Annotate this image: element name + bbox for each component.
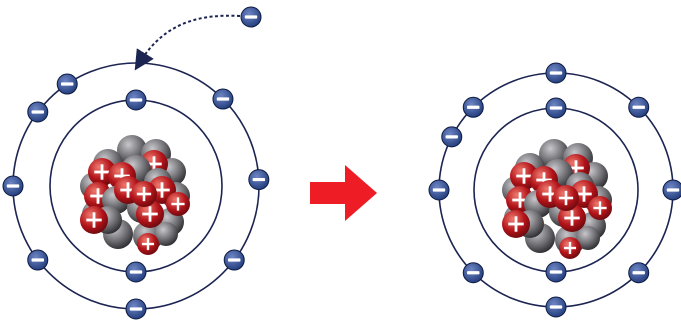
- plus-sign-icon: [512, 192, 528, 208]
- minus-sign-icon: [549, 270, 563, 274]
- minus-sign-icon: [549, 71, 563, 75]
- plus-sign-icon: [563, 241, 577, 255]
- plus-sign-icon: [94, 164, 110, 180]
- plus-sign-icon: [593, 201, 607, 215]
- electron: [125, 89, 147, 111]
- electron: [462, 96, 484, 118]
- electron: [212, 88, 234, 110]
- minus-sign-icon: [666, 188, 680, 192]
- proton: [166, 192, 190, 216]
- minus-sign-icon: [632, 105, 645, 109]
- electron: [545, 97, 567, 119]
- minus-sign-icon: [467, 271, 480, 275]
- electron: [462, 262, 484, 284]
- minus-sign-icon: [549, 305, 563, 309]
- plus-sign-icon: [136, 186, 152, 202]
- neutron: [576, 226, 600, 250]
- plus-sign-icon: [516, 168, 532, 184]
- proton: [588, 196, 612, 220]
- minus-sign-icon: [216, 97, 230, 101]
- minus-sign-icon: [252, 177, 266, 182]
- electron: [240, 6, 262, 28]
- minus-sign-icon: [228, 258, 241, 262]
- minus-sign-icon: [632, 271, 645, 275]
- minus-sign-icon: [549, 106, 563, 110]
- plus-sign-icon: [90, 188, 106, 204]
- electron: [125, 261, 147, 283]
- minus-sign-icon: [31, 110, 44, 114]
- electron: [545, 296, 567, 318]
- minus-sign-icon: [129, 307, 143, 311]
- minus-sign-icon: [129, 270, 143, 274]
- right-arrow-icon: [310, 165, 377, 221]
- plus-sign-icon: [114, 168, 130, 184]
- proton: [553, 185, 579, 211]
- plus-sign-icon: [568, 160, 584, 176]
- electron: [628, 96, 650, 118]
- electron: [545, 261, 567, 283]
- proton: [136, 200, 164, 228]
- incoming-electron: [240, 6, 262, 28]
- electron: [662, 179, 681, 201]
- minus-sign-icon: [445, 135, 458, 139]
- curved-dotted-arrow-icon: [134, 14, 241, 71]
- plus-sign-icon: [141, 237, 155, 251]
- incoming-electron-group: [134, 6, 262, 71]
- electron: [628, 262, 650, 284]
- plus-sign-icon: [564, 210, 580, 226]
- electron: [27, 249, 49, 271]
- plus-sign-icon: [154, 182, 170, 198]
- plus-sign-icon: [86, 212, 102, 228]
- electron: [2, 175, 24, 197]
- electron: [428, 179, 450, 201]
- plus-sign-icon: [120, 182, 136, 198]
- neutral-atom: [2, 62, 270, 320]
- minus-sign-icon: [432, 188, 446, 192]
- proton: [559, 237, 581, 259]
- electron-shells: [428, 62, 681, 318]
- neutron: [154, 222, 178, 246]
- proton: [502, 210, 530, 238]
- minus-sign-icon: [31, 258, 44, 262]
- minus-sign-icon: [129, 98, 143, 102]
- proton: [131, 181, 157, 207]
- plus-sign-icon: [576, 186, 592, 202]
- proton: [137, 233, 159, 255]
- plus-sign-icon: [536, 172, 552, 188]
- minus-sign-icon: [467, 105, 480, 109]
- plus-sign-icon: [171, 197, 185, 211]
- proton: [558, 204, 586, 232]
- electron: [27, 101, 49, 123]
- electron: [56, 73, 78, 95]
- minus-sign-icon: [6, 184, 20, 188]
- minus-sign-icon: [61, 82, 74, 86]
- proton: [80, 206, 108, 234]
- plus-sign-icon: [142, 206, 158, 222]
- electron: [545, 62, 567, 84]
- plus-sign-icon: [146, 156, 162, 172]
- nucleus: [80, 135, 190, 255]
- plus-sign-icon: [558, 190, 574, 206]
- electron: [248, 169, 270, 191]
- electron-shells: [2, 73, 270, 320]
- negative-ion: [428, 62, 681, 318]
- electron: [125, 298, 147, 320]
- electron: [441, 126, 463, 148]
- nucleus: [502, 139, 612, 259]
- plus-sign-icon: [542, 186, 558, 202]
- plus-sign-icon: [508, 216, 524, 232]
- minus-sign-icon: [244, 15, 258, 19]
- electron: [223, 249, 245, 271]
